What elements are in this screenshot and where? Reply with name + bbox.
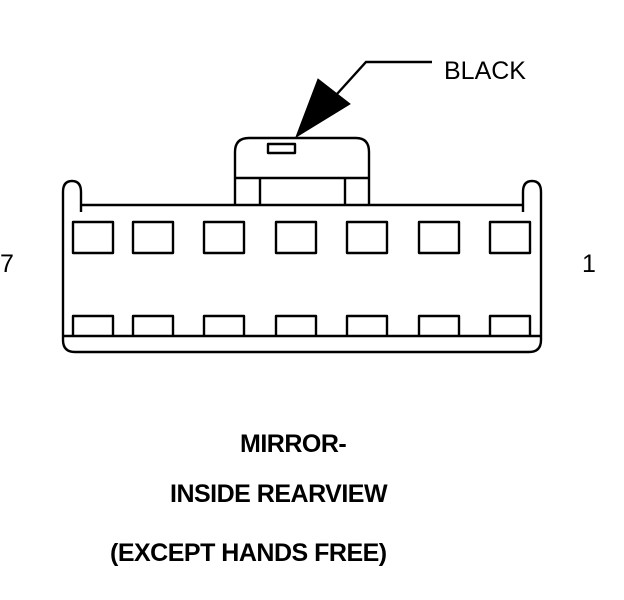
connector-color-label: BLACK — [444, 57, 526, 85]
cavity-bottom-4 — [274, 314, 318, 336]
caption-line-1: MIRROR- — [240, 430, 347, 458]
cavity-bottom-2 — [417, 314, 461, 336]
caption-line-3: (EXCEPT HANDS FREE) — [110, 539, 387, 567]
cavity-top-3 — [345, 220, 389, 255]
leader-line — [336, 60, 432, 95]
cavity-top-7 — [71, 220, 115, 255]
cavity-bottom-6 — [131, 314, 175, 336]
cavity-top-4 — [274, 220, 318, 255]
cavity-bottom-5 — [202, 314, 246, 336]
cavity-top-5 — [202, 220, 246, 255]
pin-number-right: 1 — [582, 250, 596, 278]
cavity-bottom-7 — [71, 314, 115, 336]
cavity-bottom-1 — [488, 314, 532, 336]
cavity-top-1 — [488, 220, 532, 255]
cavity-top-2 — [417, 220, 461, 255]
caption-line-2: INSIDE REARVIEW — [170, 480, 388, 508]
connector-body — [61, 179, 543, 354]
locking-tab — [233, 136, 371, 205]
cavity-top-6 — [131, 220, 175, 255]
cavity-bottom-3 — [345, 314, 389, 336]
color-callout-leader — [295, 60, 432, 139]
leader-arrowhead — [295, 78, 351, 139]
locking-tab-latch — [266, 142, 297, 155]
pin-number-left: 7 — [0, 250, 14, 278]
